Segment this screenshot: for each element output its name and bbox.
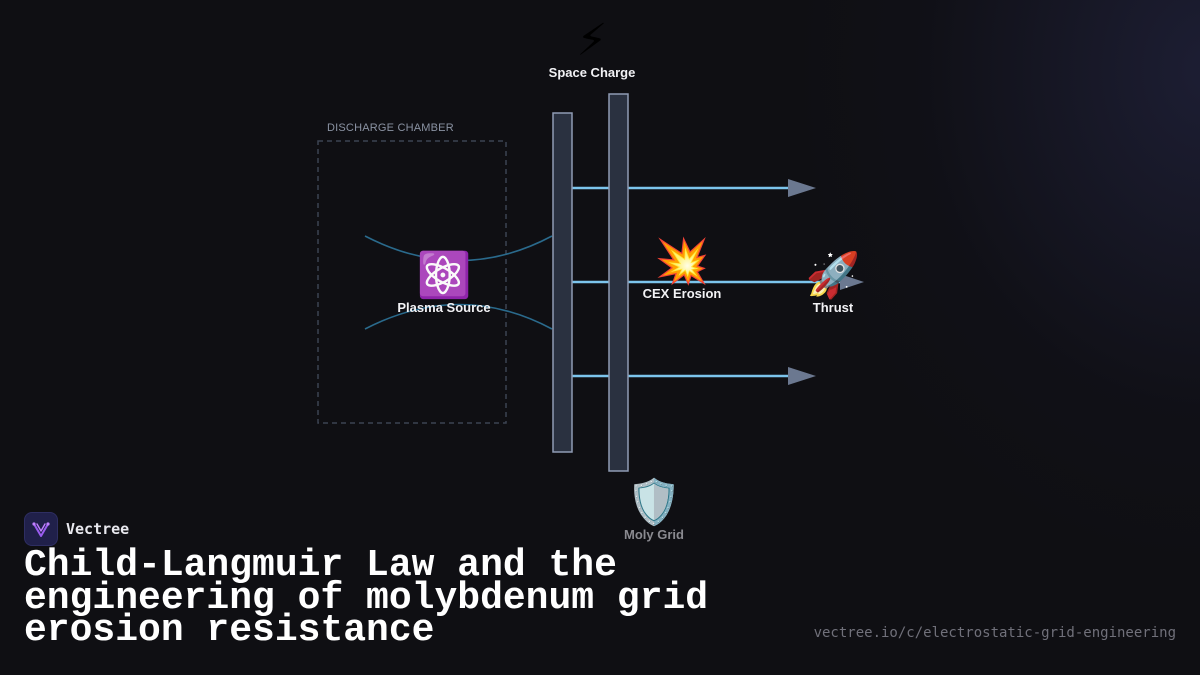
rocket-icon: 🚀 bbox=[805, 250, 861, 301]
discharge-chamber-label: DISCHARGE CHAMBER bbox=[327, 122, 454, 134]
discharge-chamber-box bbox=[317, 140, 507, 424]
vectree-logo-icon bbox=[24, 512, 58, 546]
moly-grid-label: Moly Grid bbox=[624, 527, 684, 542]
page-title: Child-Langmuir Law and the engineering o… bbox=[24, 544, 709, 652]
beam-arrowhead-middle bbox=[840, 274, 864, 290]
atom-icon: ⚛️ bbox=[416, 250, 472, 301]
collision-icon: 💥 bbox=[654, 236, 710, 287]
cex-erosion-node: 💥 CEX Erosion bbox=[642, 236, 722, 302]
moly-grid-node: 🛡️ Moly Grid bbox=[624, 477, 684, 543]
plasma-source-node: ⚛️ Plasma Source bbox=[397, 250, 491, 316]
plasma-sheath-curve-top bbox=[364, 235, 553, 262]
shield-icon: 🛡️ bbox=[626, 477, 682, 528]
screen-grid bbox=[552, 112, 573, 453]
cex-erosion-label: CEX Erosion bbox=[642, 286, 722, 301]
space-charge-node: ⚡ Space Charge bbox=[548, 15, 636, 81]
beam-arrowhead-top bbox=[788, 179, 816, 197]
beam-arrowhead-bottom bbox=[788, 367, 816, 385]
source-url[interactable]: vectree.io/c/electrostatic-grid-engineer… bbox=[813, 625, 1176, 641]
plasma-source-label: Plasma Source bbox=[397, 300, 491, 315]
accel-grid bbox=[608, 93, 629, 472]
space-charge-label: Space Charge bbox=[548, 65, 636, 80]
brand[interactable]: Vectree bbox=[24, 512, 129, 546]
thrust-label: Thrust bbox=[812, 300, 854, 315]
thrust-node: 🚀 Thrust bbox=[805, 250, 861, 316]
plasma-sheath-curve-bottom bbox=[364, 303, 553, 330]
brand-name: Vectree bbox=[66, 520, 130, 538]
lightning-icon: ⚡ bbox=[576, 15, 608, 66]
